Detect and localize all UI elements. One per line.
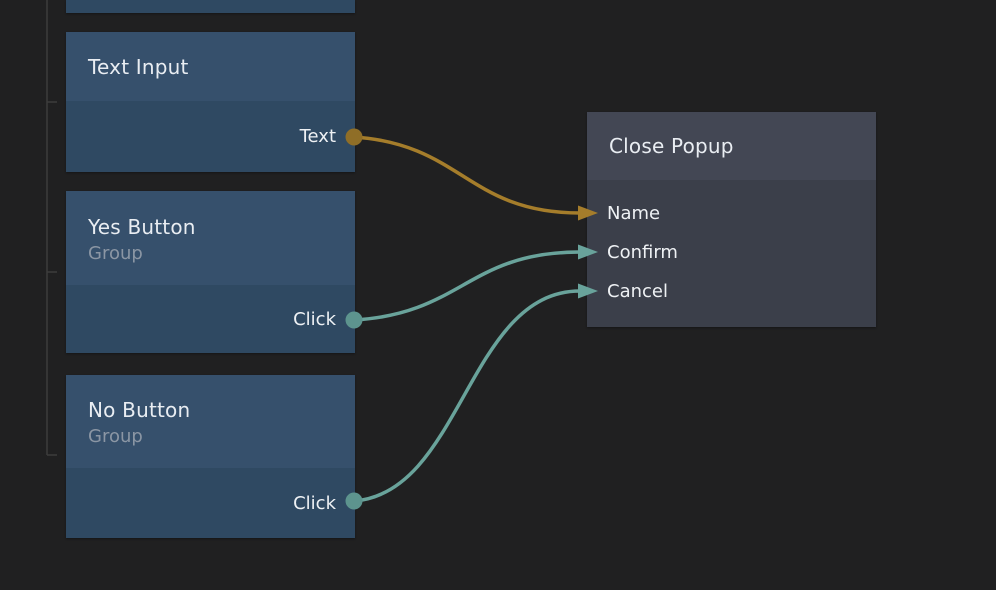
hierarchy-bracket-line (46, 0, 57, 456)
input-port-label: Cancel (607, 281, 668, 302)
node-partial-top[interactable] (66, 0, 355, 13)
input-port-row-name[interactable]: Name (587, 194, 876, 233)
output-port-label: Click (293, 492, 336, 514)
wire-click-to-confirm[interactable] (352, 250, 582, 322)
input-port-label: Name (607, 203, 661, 224)
output-port-label: Text (299, 126, 336, 147)
node-text-input[interactable]: Text Input Text (66, 32, 355, 172)
output-port-row-text[interactable]: Text (66, 101, 355, 172)
node-no-button[interactable]: No Button Group Click (66, 375, 355, 538)
node-header: No Button Group (66, 375, 355, 468)
node-title: Yes Button (88, 214, 196, 239)
input-port-row-confirm[interactable]: Confirm (587, 233, 876, 272)
output-port-row-click[interactable]: Click (66, 285, 355, 353)
node-title: Text Input (88, 54, 189, 79)
node-close-popup[interactable]: Close Popup Name Confirm Cancel (587, 112, 876, 327)
node-subtitle: Group (88, 426, 143, 447)
wire-click-to-cancel[interactable] (352, 289, 582, 503)
node-body: Text (66, 101, 355, 172)
node-header: Yes Button Group (66, 191, 355, 285)
node-body: Name Confirm Cancel (587, 180, 876, 327)
node-title: Close Popup (609, 134, 734, 158)
node-subtitle: Group (88, 242, 143, 264)
input-port-row-cancel[interactable]: Cancel (587, 272, 876, 311)
wire-text-to-name[interactable] (352, 135, 582, 215)
node-title: No Button (88, 398, 191, 422)
output-port-row-click[interactable]: Click (66, 468, 355, 538)
input-port-label: Confirm (607, 242, 678, 263)
node-header: Text Input (66, 32, 355, 101)
node-yes-button[interactable]: Yes Button Group Click (66, 191, 355, 353)
node-body: Click (66, 468, 355, 538)
node-header: Close Popup (587, 112, 876, 180)
node-body: Click (66, 285, 355, 353)
output-port-label: Click (293, 308, 336, 330)
